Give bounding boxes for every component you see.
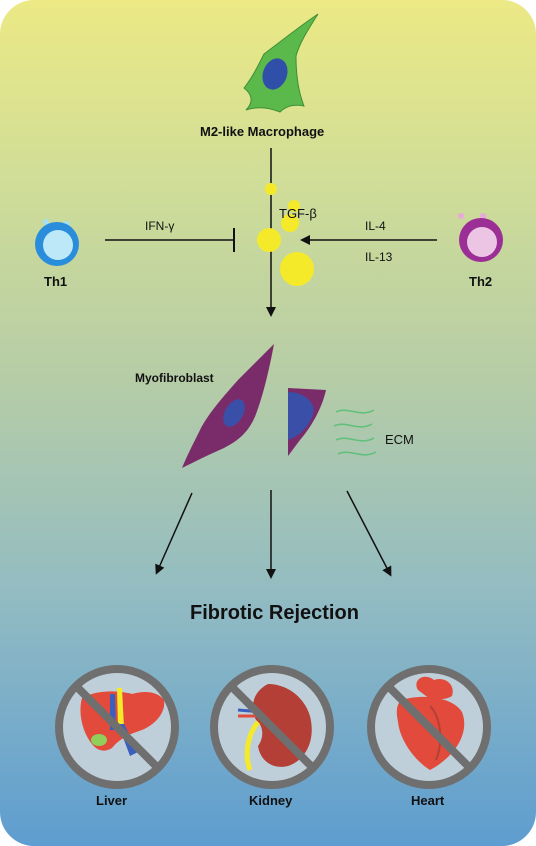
macrophage-label: M2-like Macrophage xyxy=(200,124,325,139)
tgf-beta-label: TGF-β xyxy=(279,206,317,221)
th1-label: Th1 xyxy=(44,274,68,289)
tgf-beta-cytokines xyxy=(257,183,314,286)
kidney-label: Kidney xyxy=(249,793,293,808)
th2-label: Th2 xyxy=(469,274,493,289)
th1-cell-icon xyxy=(35,219,79,266)
myofibroblast-cell-icon xyxy=(182,344,274,468)
arrow-to-liver xyxy=(155,492,193,575)
prohibited-liver xyxy=(55,665,179,789)
myofibroblast-label: Myofibroblast xyxy=(135,371,214,385)
liver-label: Liver xyxy=(96,793,128,808)
ecm-fibers-icon xyxy=(333,409,377,456)
prohibited-kidney xyxy=(210,665,334,789)
prohibited-heart xyxy=(367,665,491,789)
arrow-to-heart xyxy=(346,490,392,577)
macrophage-cell-icon xyxy=(243,13,319,113)
il4-label: IL-4 xyxy=(365,219,386,233)
th2-cell-icon xyxy=(458,213,503,262)
il13-label: IL-13 xyxy=(365,250,393,264)
fibrotic-rejection-title: Fibrotic Rejection xyxy=(190,602,359,624)
myofibroblast-section-icon xyxy=(288,388,326,456)
heart-label: Heart xyxy=(411,793,445,808)
ifn-gamma-label: IFN-γ xyxy=(145,219,175,233)
ecm-label: ECM xyxy=(385,432,414,447)
